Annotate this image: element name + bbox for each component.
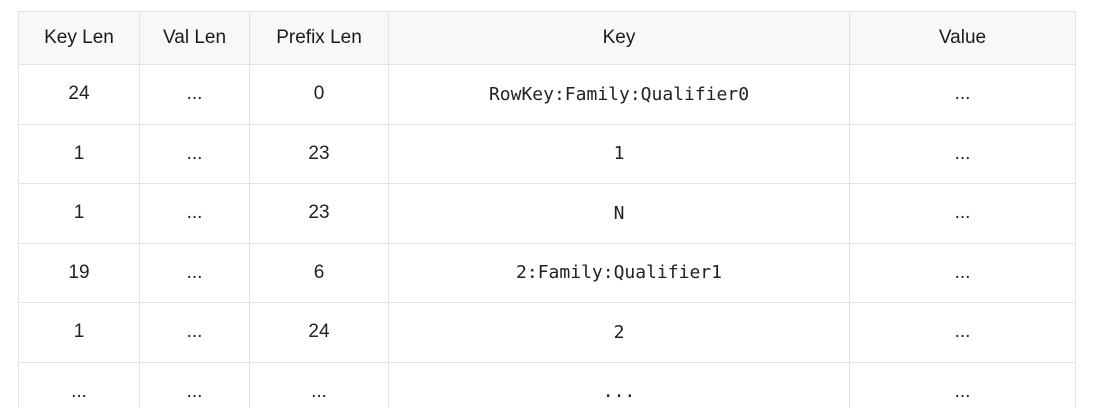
cell-key-len: ... (18, 361, 140, 408)
cell-value: ... (849, 123, 1076, 184)
cell-value: ... (849, 183, 1076, 244)
cell-val-len: ... (139, 64, 250, 125)
table-header: Key Len Val Len Prefix Len Key Value (18, 11, 1076, 65)
cell-val-len: ... (139, 302, 250, 363)
table-row: ... ... ... ... ... (18, 361, 1076, 408)
cell-prefix-len: 23 (249, 183, 389, 244)
data-table: Key Len Val Len Prefix Len Key Value 24 … (18, 11, 1076, 408)
table-header-row: Key Len Val Len Prefix Len Key Value (18, 11, 1076, 65)
cell-key: ... (388, 361, 850, 408)
table-body: 24 ... 0 RowKey:Family:Qualifier0 ... 1 … (18, 64, 1076, 408)
cell-key: 1 (388, 123, 850, 184)
cell-key-len: 19 (18, 242, 140, 303)
cell-key-len: 1 (18, 123, 140, 184)
table-row: 24 ... 0 RowKey:Family:Qualifier0 ... (18, 64, 1076, 125)
cell-prefix-len: 6 (249, 242, 389, 303)
column-header-value: Value (849, 11, 1076, 65)
column-header-key: Key (388, 11, 850, 65)
cell-prefix-len: 23 (249, 123, 389, 184)
cell-key-len: 1 (18, 302, 140, 363)
cell-key-len: 24 (18, 64, 140, 125)
cell-key: N (388, 183, 850, 244)
cell-value: ... (849, 302, 1076, 363)
column-header-key-len: Key Len (18, 11, 140, 65)
table-row: 19 ... 6 2:Family:Qualifier1 ... (18, 242, 1076, 303)
table-row: 1 ... 24 2 ... (18, 302, 1076, 363)
cell-val-len: ... (139, 123, 250, 184)
cell-key: RowKey:Family:Qualifier0 (388, 64, 850, 125)
cell-value: ... (849, 242, 1076, 303)
table-row: 1 ... 23 1 ... (18, 123, 1076, 184)
column-header-val-len: Val Len (139, 11, 250, 65)
column-header-prefix-len: Prefix Len (249, 11, 389, 65)
cell-prefix-len: 24 (249, 302, 389, 363)
cell-val-len: ... (139, 183, 250, 244)
table-row: 1 ... 23 N ... (18, 183, 1076, 244)
cell-key: 2 (388, 302, 850, 363)
cell-value: ... (849, 361, 1076, 408)
cell-key: 2:Family:Qualifier1 (388, 242, 850, 303)
cell-val-len: ... (139, 361, 250, 408)
cell-value: ... (849, 64, 1076, 125)
cell-val-len: ... (139, 242, 250, 303)
cell-key-len: 1 (18, 183, 140, 244)
cell-prefix-len: 0 (249, 64, 389, 125)
cell-prefix-len: ... (249, 361, 389, 408)
